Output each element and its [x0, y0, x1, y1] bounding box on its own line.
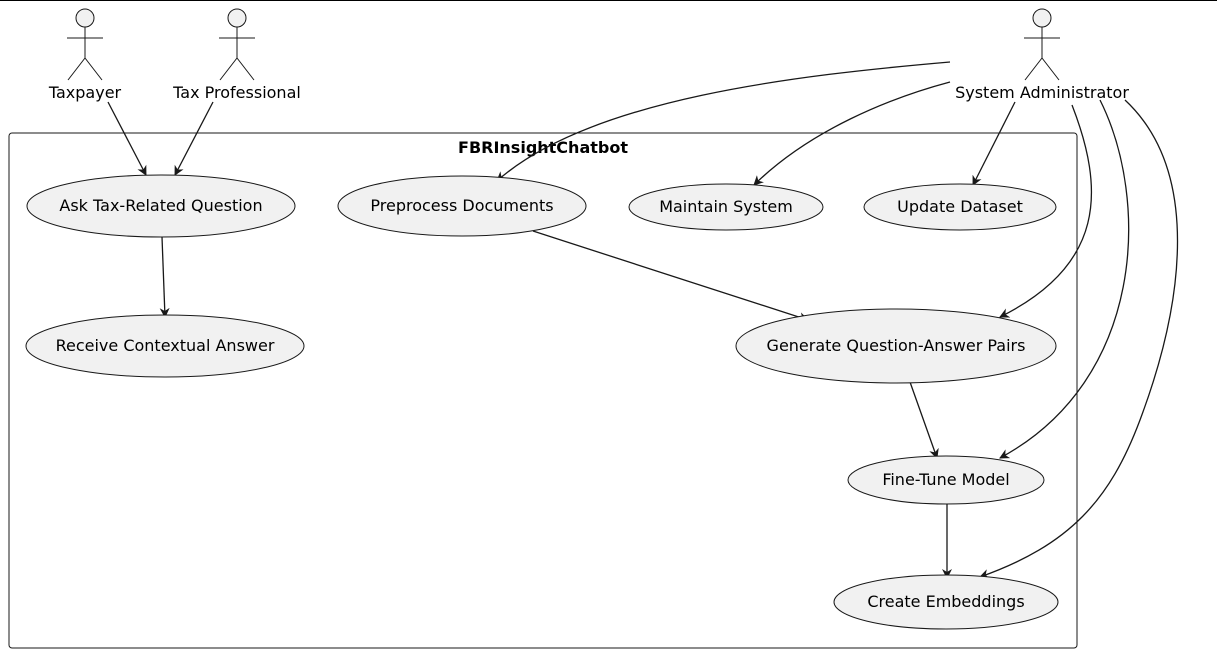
edge-admin-finetune	[999, 99, 1130, 459]
usecase-ask-question-label: Ask Tax-Related Question	[59, 196, 262, 215]
edge-admin-maintain	[753, 81, 951, 186]
system-boundary	[8, 132, 1078, 649]
usecase-preprocess-label: Preprocess Documents	[370, 196, 553, 215]
usecase-update-dataset	[863, 183, 1057, 231]
usecase-maintain-label: Maintain System	[659, 197, 793, 216]
usecase-generate-qa-label: Generate Question-Answer Pairs	[767, 336, 1026, 355]
actor-system-administrator-label: System Administrator	[955, 83, 1129, 102]
usecase-maintain	[628, 183, 824, 231]
usecase-generate-qa	[735, 308, 1057, 384]
edge-taxpayer-ask	[107, 101, 147, 176]
edge-admin-embeddings	[979, 99, 1179, 579]
usecase-ask-question	[26, 174, 296, 238]
edge-preprocess-generate	[532, 230, 809, 322]
edge-admin-generate	[999, 104, 1093, 318]
usecase-preprocess	[337, 175, 587, 237]
edge-generate-finetune	[909, 381, 939, 459]
actor-taxpayer-label: Taxpayer	[48, 83, 122, 102]
actor-taxpayer	[67, 8, 103, 81]
system-title: FBRInsightChatbot	[458, 138, 628, 157]
edge-ask-receive	[159, 236, 170, 318]
edge-admin-preprocess	[496, 61, 951, 182]
usecase-fine-tune-label: Fine-Tune Model	[882, 470, 1009, 489]
usecase-fine-tune	[847, 455, 1045, 505]
usecase-embeddings-label: Create Embeddings	[867, 592, 1024, 611]
edge-taxprof-ask	[174, 101, 214, 176]
edge-admin-update	[972, 101, 1016, 186]
usecase-receive-answer	[25, 314, 305, 378]
actor-tax-professional	[219, 8, 255, 81]
usecase-receive-answer-label: Receive Contextual Answer	[56, 336, 275, 355]
usecase-embeddings	[833, 574, 1059, 630]
actor-system-administrator	[1024, 8, 1060, 81]
actor-tax-professional-label: Tax Professional	[172, 83, 301, 102]
usecase-update-dataset-label: Update Dataset	[897, 197, 1023, 216]
